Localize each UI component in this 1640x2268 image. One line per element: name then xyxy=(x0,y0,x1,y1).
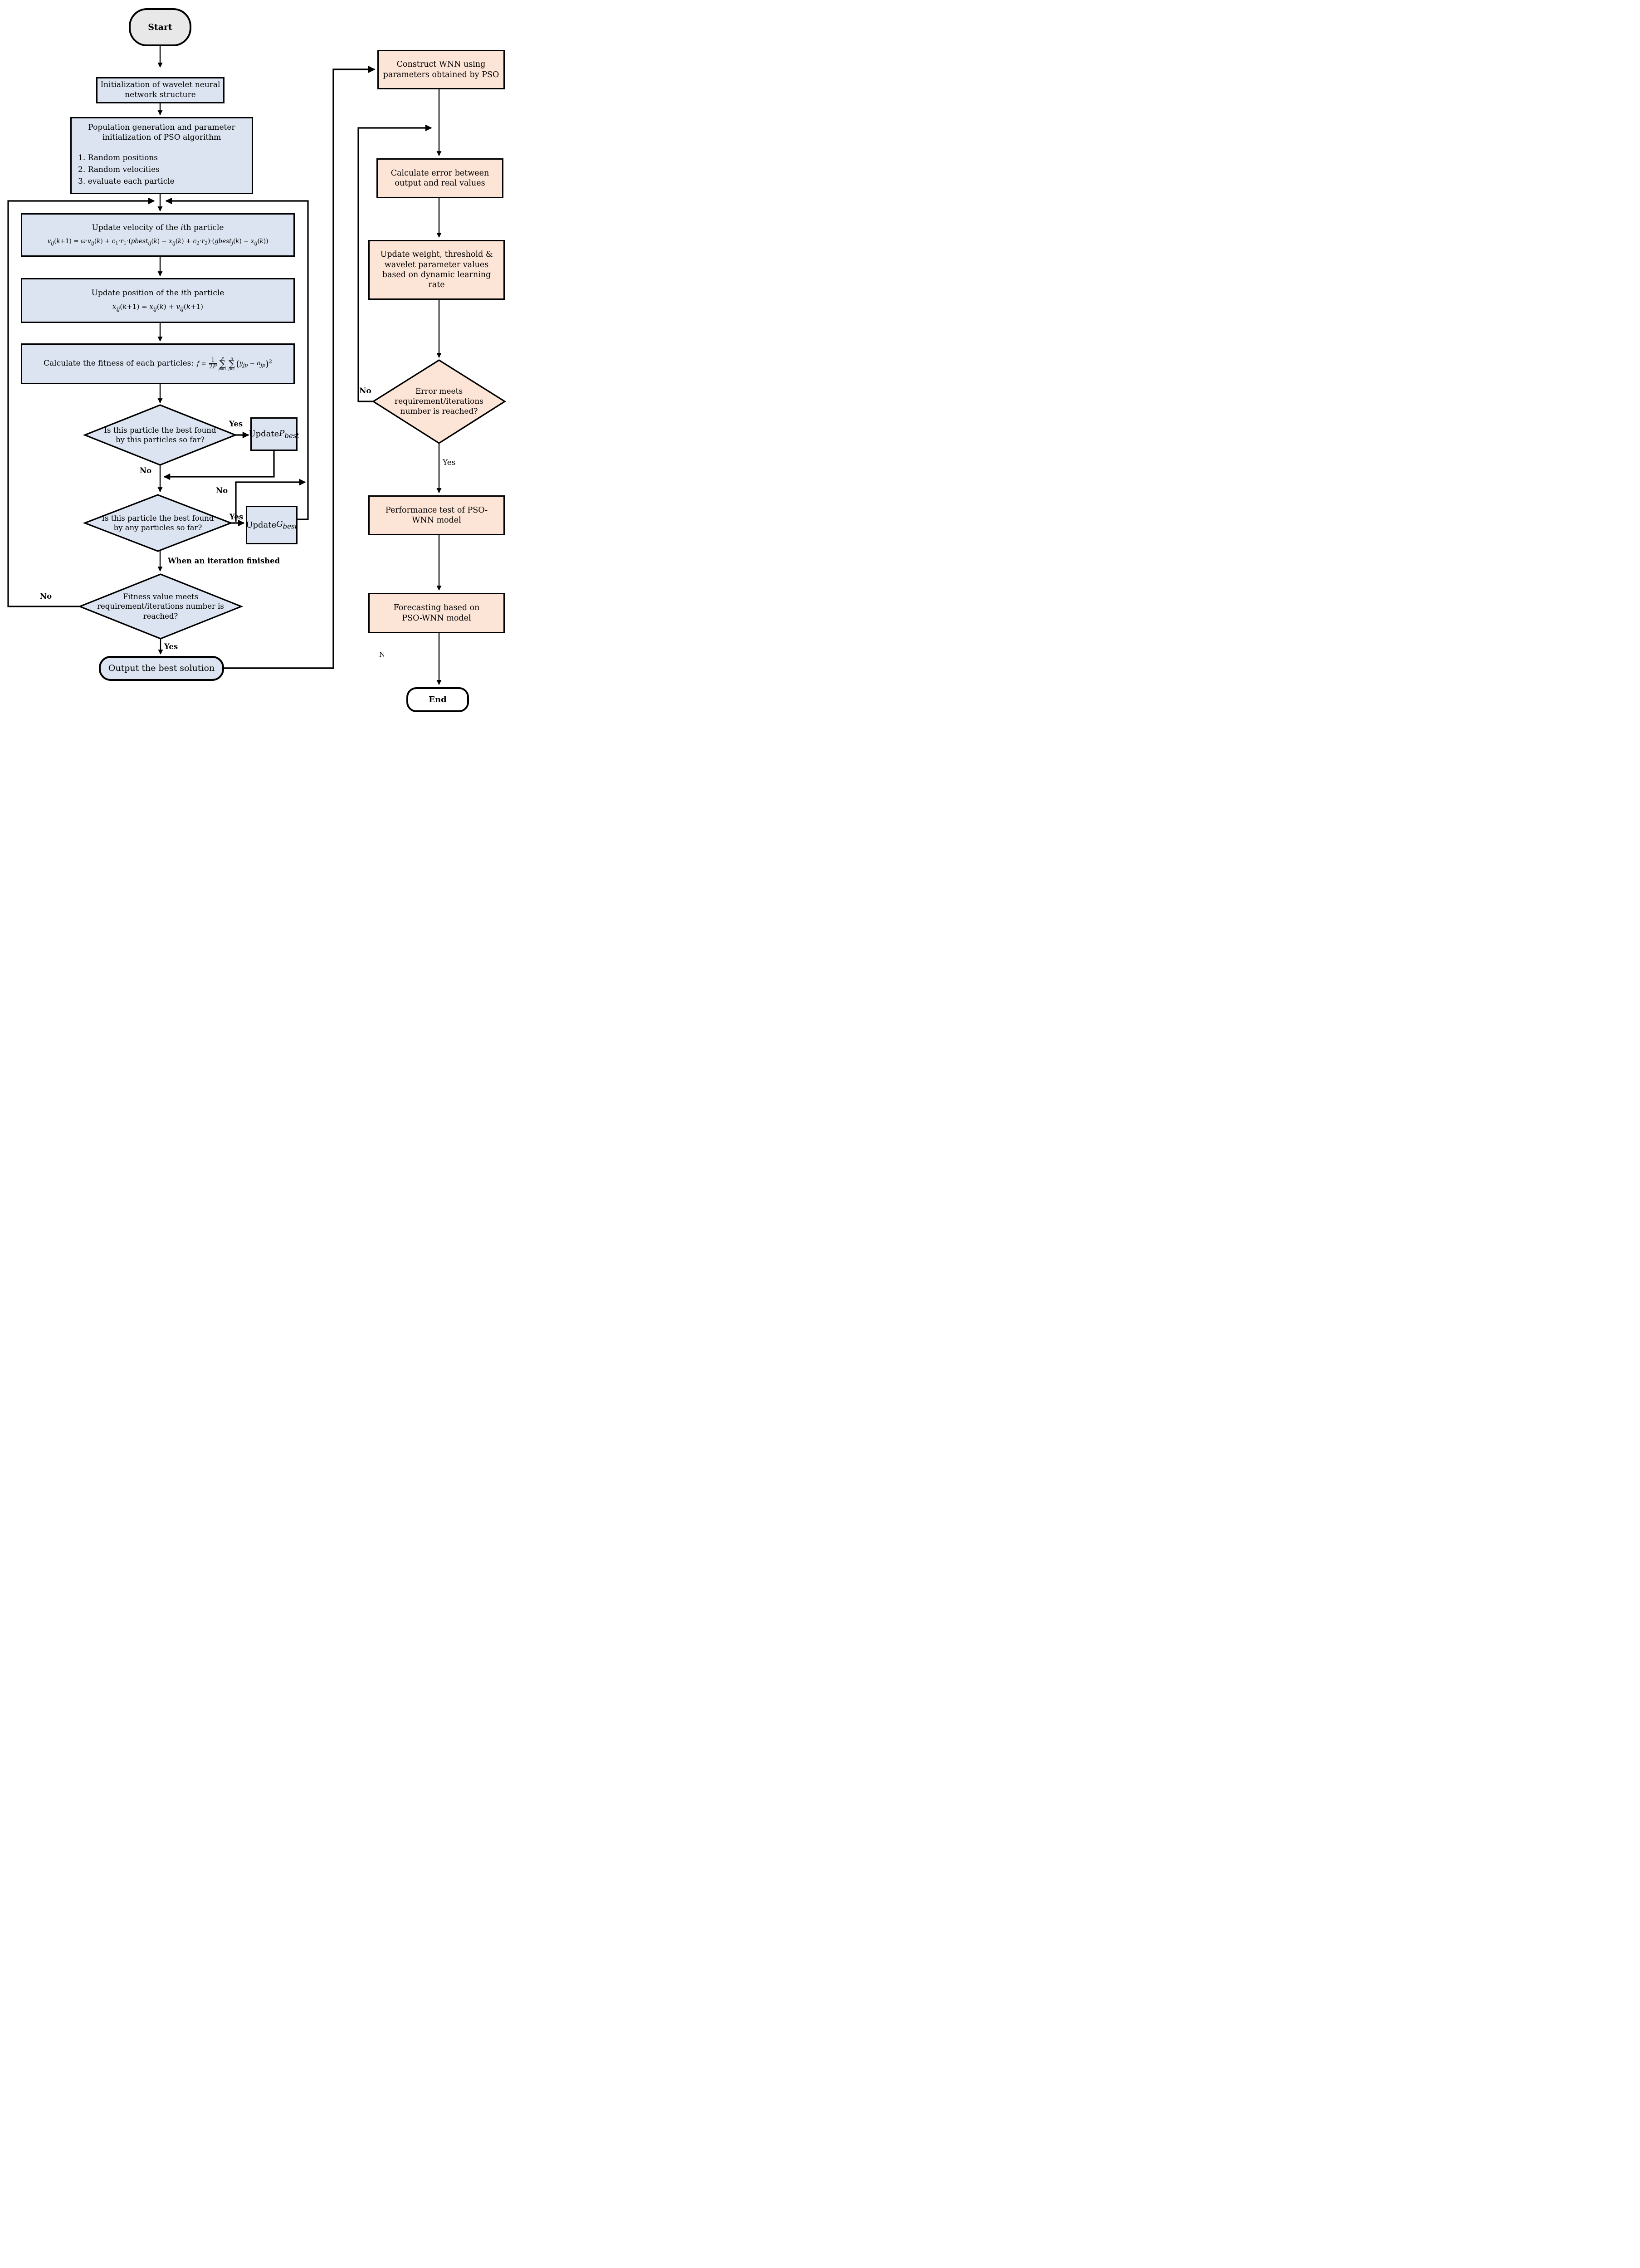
edge-label-yes-gbest: Yes xyxy=(229,513,244,521)
update-velocity-formula: vij(k+1) = ω·vij(k) + c1·r1·(pbestij(k) … xyxy=(47,237,268,246)
output-terminal: Output the best solution xyxy=(99,656,224,681)
population-list: 1. Random positions 2. Random velocities… xyxy=(78,152,245,188)
connector-decision2-no xyxy=(235,479,306,522)
edge-label-yes-pbest: Yes xyxy=(229,420,243,428)
decision-error-shape xyxy=(372,359,506,444)
edge-label-iteration-note: When an iteration finished xyxy=(168,557,280,565)
edge-label-no-fitness: No xyxy=(40,592,52,601)
update-position-title: Update position of the ith particle xyxy=(91,288,225,298)
stray-n-glyph: N xyxy=(379,650,386,659)
population-title: Population generation and parameter init… xyxy=(88,123,235,142)
forecasting-box: Forecasting based on PSO-WNN model xyxy=(368,593,505,633)
decision-gbest-shape xyxy=(83,494,233,552)
decision-pbest-shape xyxy=(83,404,238,466)
population-item: 3. evaluate each particle xyxy=(78,177,175,186)
fitness-box: Calculate the fitness of each particles:… xyxy=(21,343,295,384)
update-velocity-box: Update velocity of the ith particle vij(… xyxy=(21,213,295,257)
edge-label-no-error: No xyxy=(359,386,371,396)
population-item: 1. Random positions xyxy=(78,153,158,162)
flowchart-page: Start Initialization of wavelet neural n… xyxy=(0,0,512,717)
edge-label-no-pbest: No xyxy=(140,466,152,475)
edge-label-yes-error: Yes xyxy=(443,458,456,467)
performance-box: Performance test of PSO-WNN model xyxy=(368,495,505,535)
decision-fitness-shape xyxy=(78,573,244,640)
connector-decision3-no-loop xyxy=(7,197,155,607)
edge-label-yes-fitness: Yes xyxy=(164,642,178,651)
update-weights-box: Update weight, threshold & wavelet param… xyxy=(368,240,505,300)
connector-pbest-return xyxy=(163,451,275,480)
edge-label-no-gbest: No xyxy=(216,486,228,495)
start-terminal: Start xyxy=(129,8,191,46)
calc-error-box: Calculate error between output and real … xyxy=(376,158,503,198)
decision-gbest-text: Is this particle the best found by any p… xyxy=(102,513,214,532)
connector-layer xyxy=(7,46,506,685)
population-item: 2. Random velocities xyxy=(78,165,160,174)
connector-gbest-loop xyxy=(165,197,309,520)
population-box: Population generation and parameter init… xyxy=(70,117,253,194)
fitness-label: Calculate the fitness of each particles: xyxy=(44,359,194,368)
init-wnn-box: Initialization of wavelet neural network… xyxy=(96,77,225,103)
update-position-box: Update position of the ith particle xij(… xyxy=(21,278,295,323)
construct-wnn-box: Construct WNN using parameters obtained … xyxy=(377,50,505,89)
end-terminal: End xyxy=(406,687,469,712)
decision-pbest-text: Is this particle the best found by this … xyxy=(104,425,216,444)
connector-output-construct xyxy=(224,66,376,669)
decision-error-text: Error meets requirement/iterations numbe… xyxy=(394,386,484,416)
update-position-formula: xij(k+1) = xij(k) + vij(k+1) xyxy=(112,303,203,313)
decision-fitness-text: Fitness value meets requirement/iteratio… xyxy=(97,592,224,621)
connector-error-no-loop xyxy=(357,124,432,402)
update-velocity-title: Update velocity of the ith particle xyxy=(92,223,224,233)
